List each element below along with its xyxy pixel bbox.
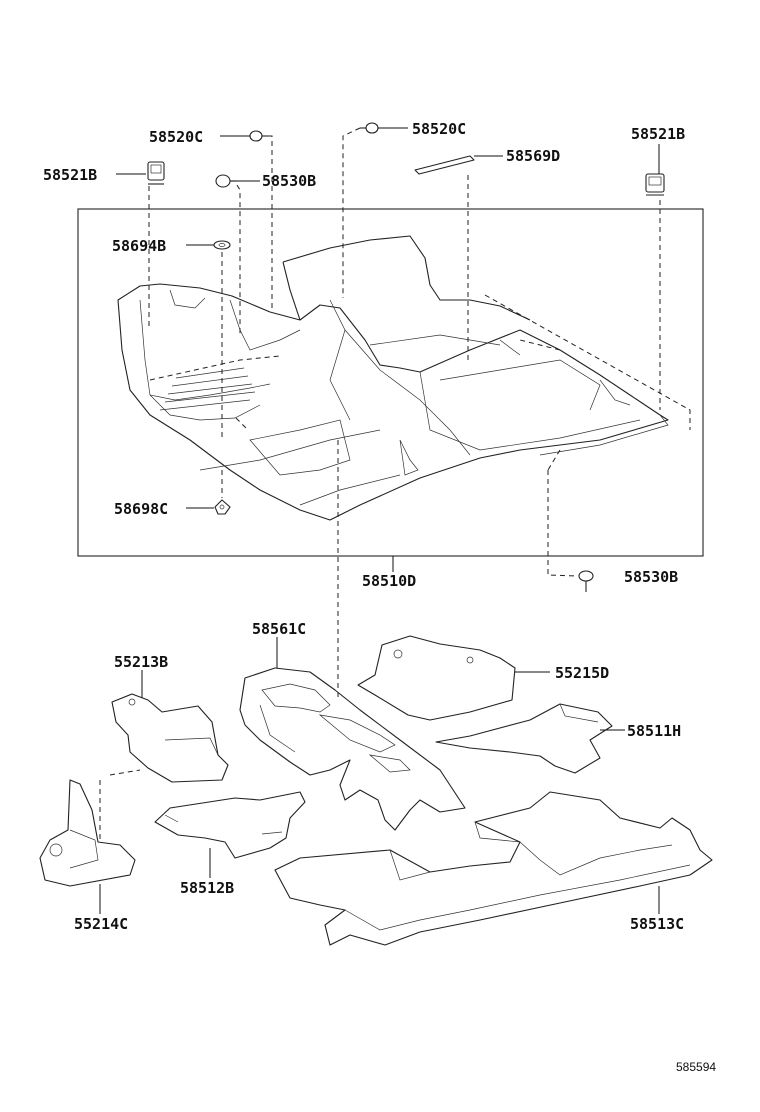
callout-58698C: 58698C <box>114 500 168 518</box>
strip-58569D <box>414 155 475 175</box>
callout-58513C: 58513C <box>630 915 684 933</box>
callout-58511H: 58511H <box>627 722 681 740</box>
callout-58694B: 58694B <box>112 237 166 255</box>
bracket-58521B-left <box>147 161 165 185</box>
clip-58520C-right <box>360 122 379 134</box>
grommet-58530B-bottom <box>578 570 594 592</box>
callout-55213B: 55213B <box>114 653 168 671</box>
callout-58512B: 58512B <box>180 879 234 897</box>
part-58513C-rear-carpet <box>274 791 713 946</box>
dashed-leaders <box>99 127 661 840</box>
callout-55214C: 55214C <box>74 915 128 933</box>
callout-58510D: 58510D <box>362 572 416 590</box>
washer-58694B <box>213 240 231 250</box>
clip-58520C-left <box>249 130 268 142</box>
callout-55215D: 55215D <box>555 664 609 682</box>
part-58511H-carpet-piece <box>435 703 613 774</box>
nut-58698C <box>214 499 231 515</box>
callout-58520C-left: 58520C <box>149 128 203 146</box>
callout-58530B-top: 58530B <box>262 172 316 190</box>
leader-lines <box>99 127 660 914</box>
assembly-box <box>77 208 704 557</box>
part-55214C-insulator <box>39 779 136 887</box>
part-55213B-insulator <box>111 693 229 783</box>
floor-carpet-assembly <box>117 235 669 521</box>
callout-58520C-right: 58520C <box>412 120 466 138</box>
part-55215D-insulator <box>357 635 516 721</box>
bracket-58521B-right <box>645 173 665 196</box>
callout-58521B-right: 58521B <box>631 125 685 143</box>
callout-58569D: 58569D <box>506 147 560 165</box>
callout-58521B-left: 58521B <box>43 166 97 184</box>
figure-number: 585594 <box>676 1060 716 1074</box>
part-58512B-carpet-piece <box>154 791 306 859</box>
callout-58530B-bottom: 58530B <box>624 568 678 586</box>
part-58561C-console-pad <box>239 667 466 831</box>
carpet-outline-dashed <box>149 294 691 471</box>
callout-58561C: 58561C <box>252 620 306 638</box>
